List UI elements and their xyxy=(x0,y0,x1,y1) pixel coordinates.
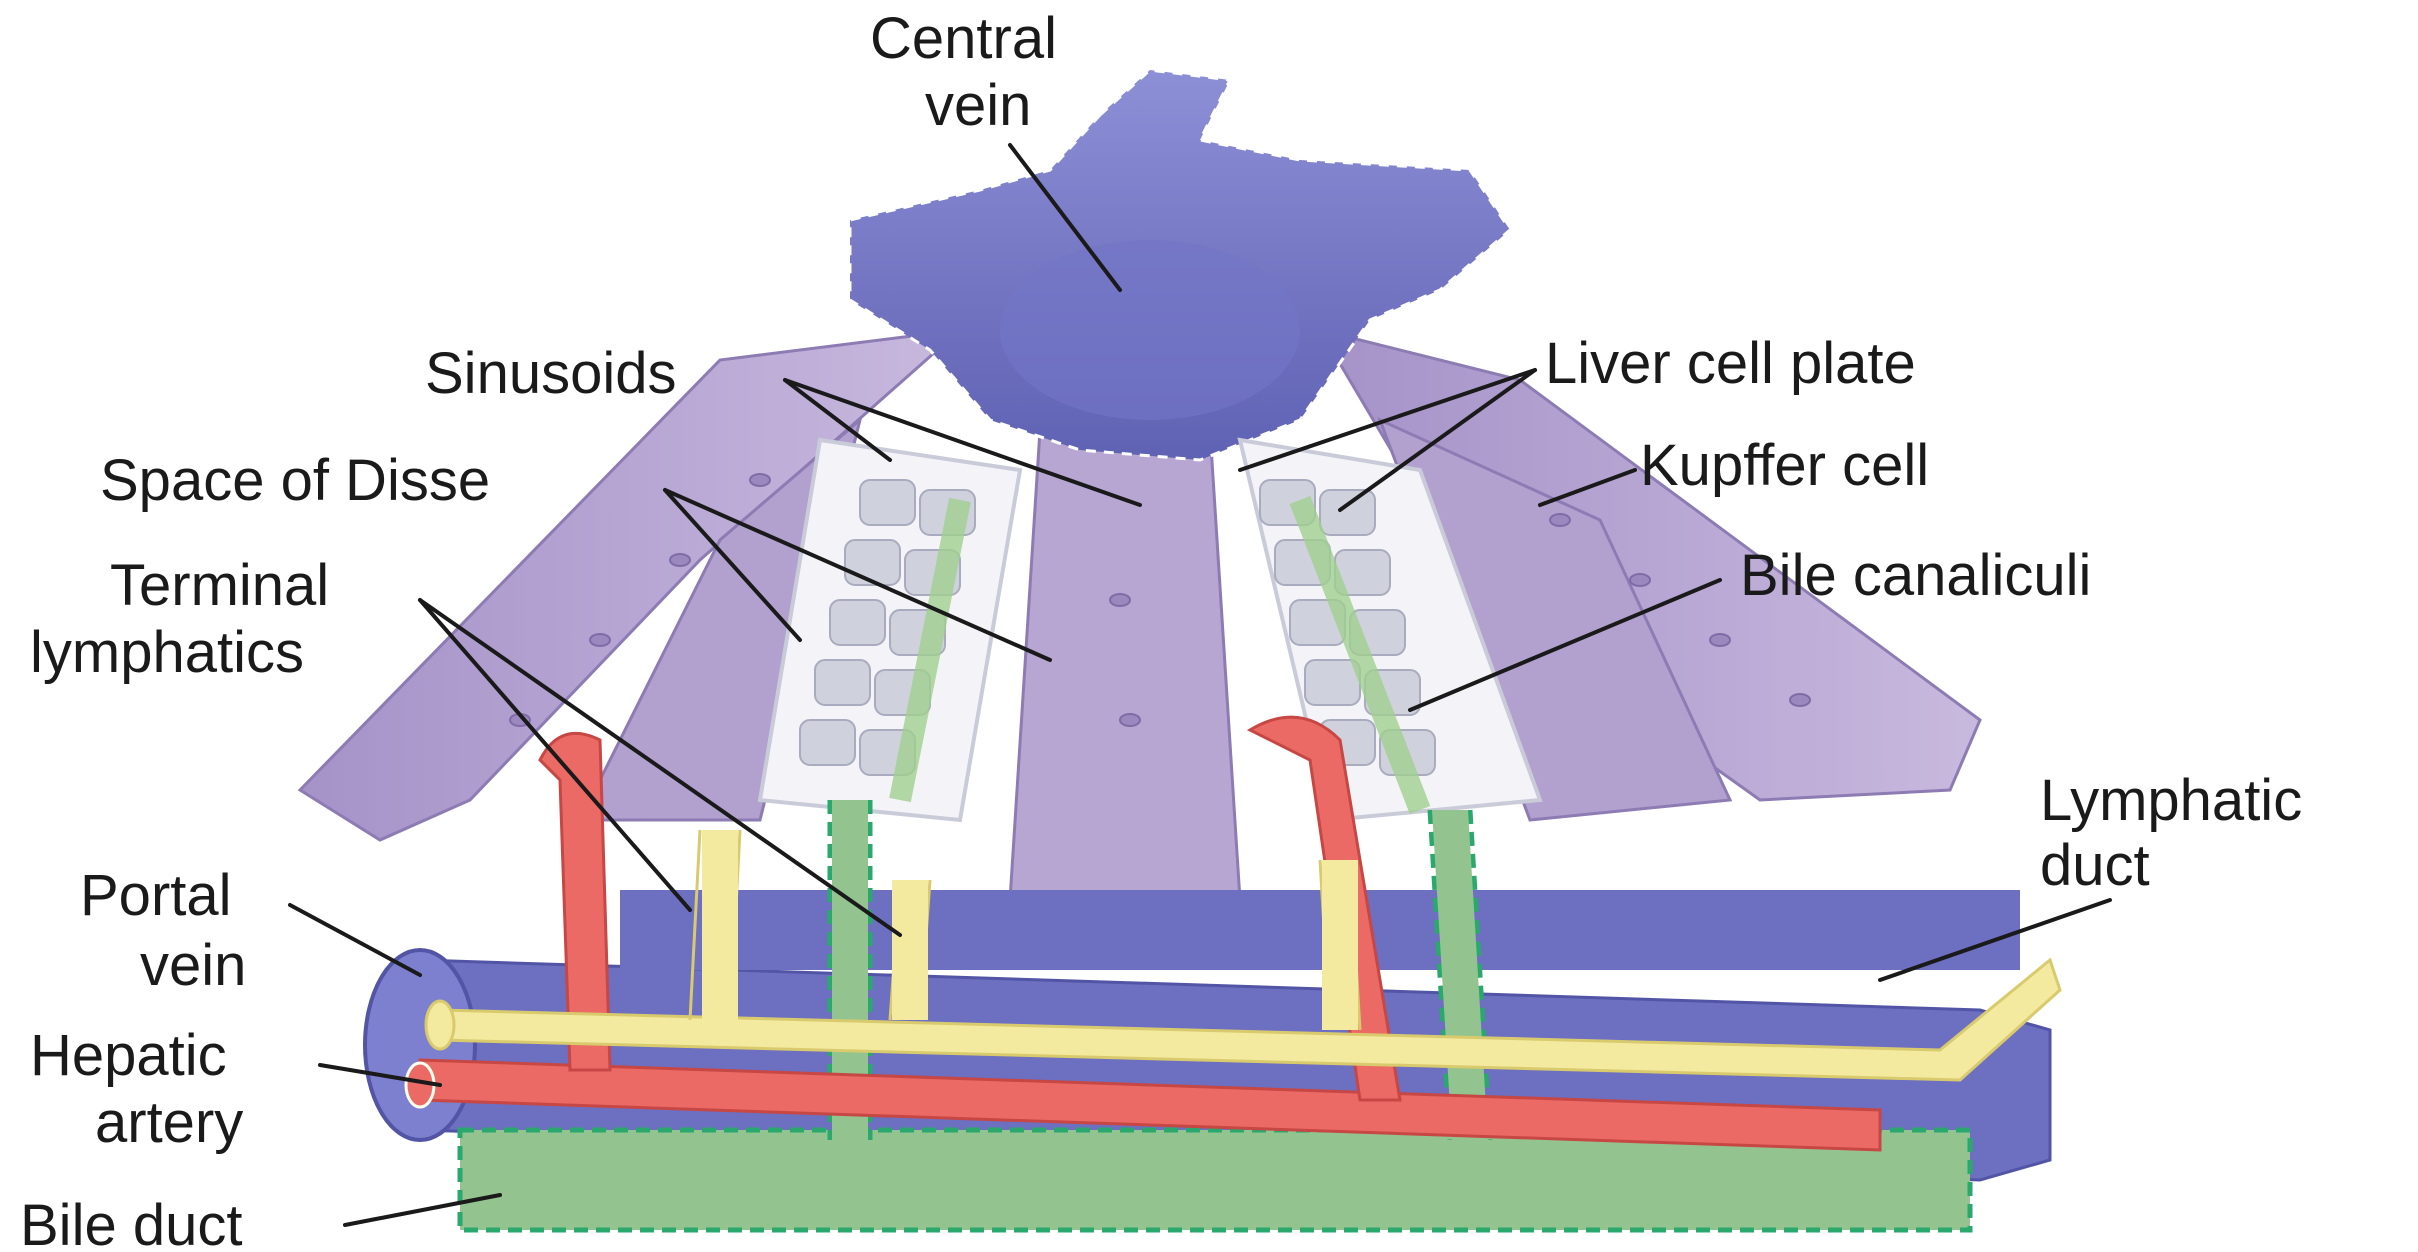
label-portal-vein-line2: vein xyxy=(140,933,246,998)
label-hepatic-artery-line1: Hepatic xyxy=(30,1023,227,1088)
label-sinusoids: Sinusoids xyxy=(425,341,676,406)
label-terminal-lymphatics-line2: lymphatics xyxy=(30,620,304,685)
label-space-of-disse: Space of Disse xyxy=(100,448,490,513)
label-terminal-lymphatics-line1: Terminal xyxy=(110,553,329,618)
label-kupffer-cell: Kupffer cell xyxy=(1640,433,1929,498)
label-bile-duct: Bile duct xyxy=(20,1193,242,1252)
label-lymphatic-duct-line2: duct xyxy=(2040,833,2150,898)
label-central-vein-line1: Central xyxy=(870,6,1057,71)
label-lymphatic-duct-line1: Lymphatic xyxy=(2040,768,2302,833)
label-bile-canaliculi: Bile canaliculi xyxy=(1740,543,2091,608)
label-central-vein-line2: vein xyxy=(925,73,1031,138)
label-hepatic-artery-line2: artery xyxy=(95,1090,243,1155)
label-liver-cell-plate: Liver cell plate xyxy=(1545,331,1916,396)
label-portal-vein-line1: Portal xyxy=(80,863,232,928)
